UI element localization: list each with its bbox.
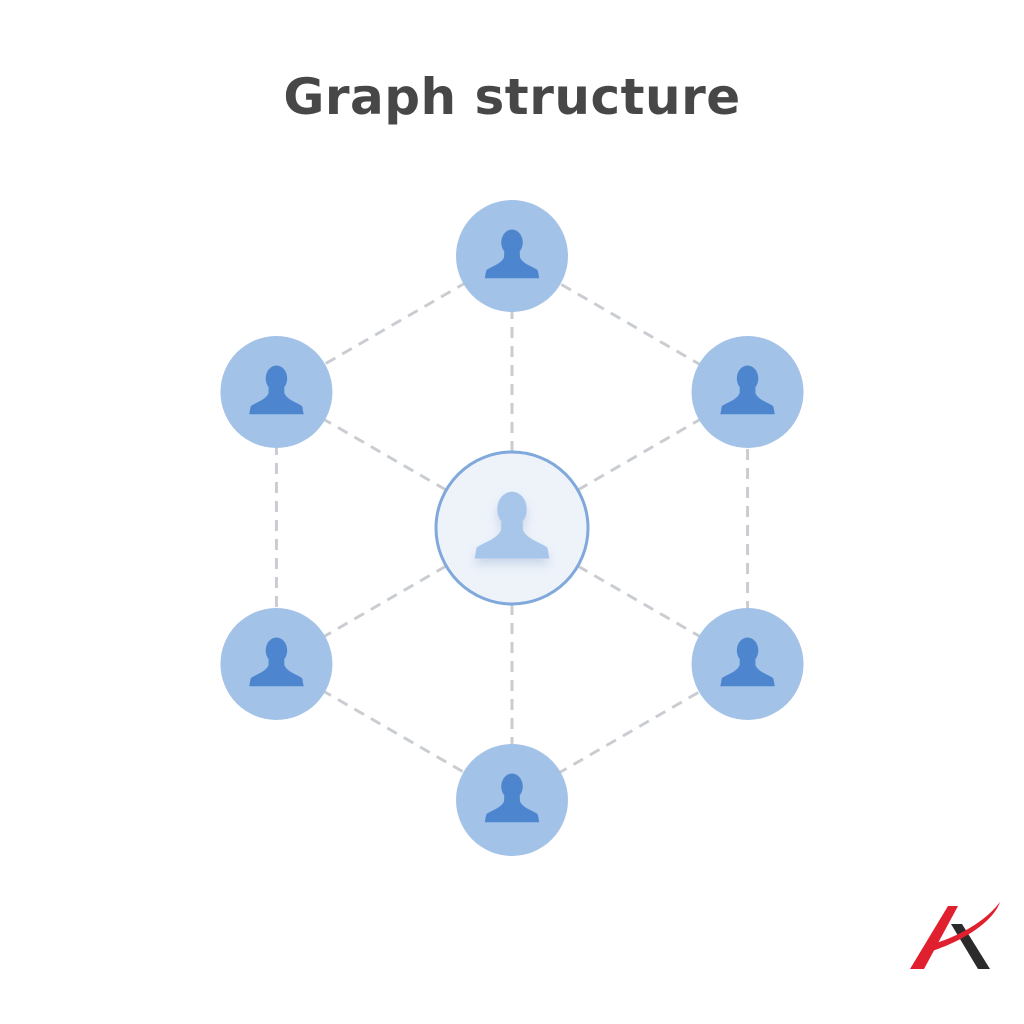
brand-logo-icon	[910, 902, 1000, 969]
diagram-title: Graph structure	[283, 68, 741, 126]
node-upper-right-user	[691, 336, 804, 448]
node-bottom-user	[456, 744, 568, 856]
node-upper-left-user	[220, 336, 333, 448]
node-lower-left-user	[220, 608, 333, 720]
nodes-layer	[220, 200, 804, 856]
node-top-user	[456, 200, 568, 312]
node-center-user	[434, 450, 590, 606]
node-lower-right-user	[691, 608, 804, 720]
